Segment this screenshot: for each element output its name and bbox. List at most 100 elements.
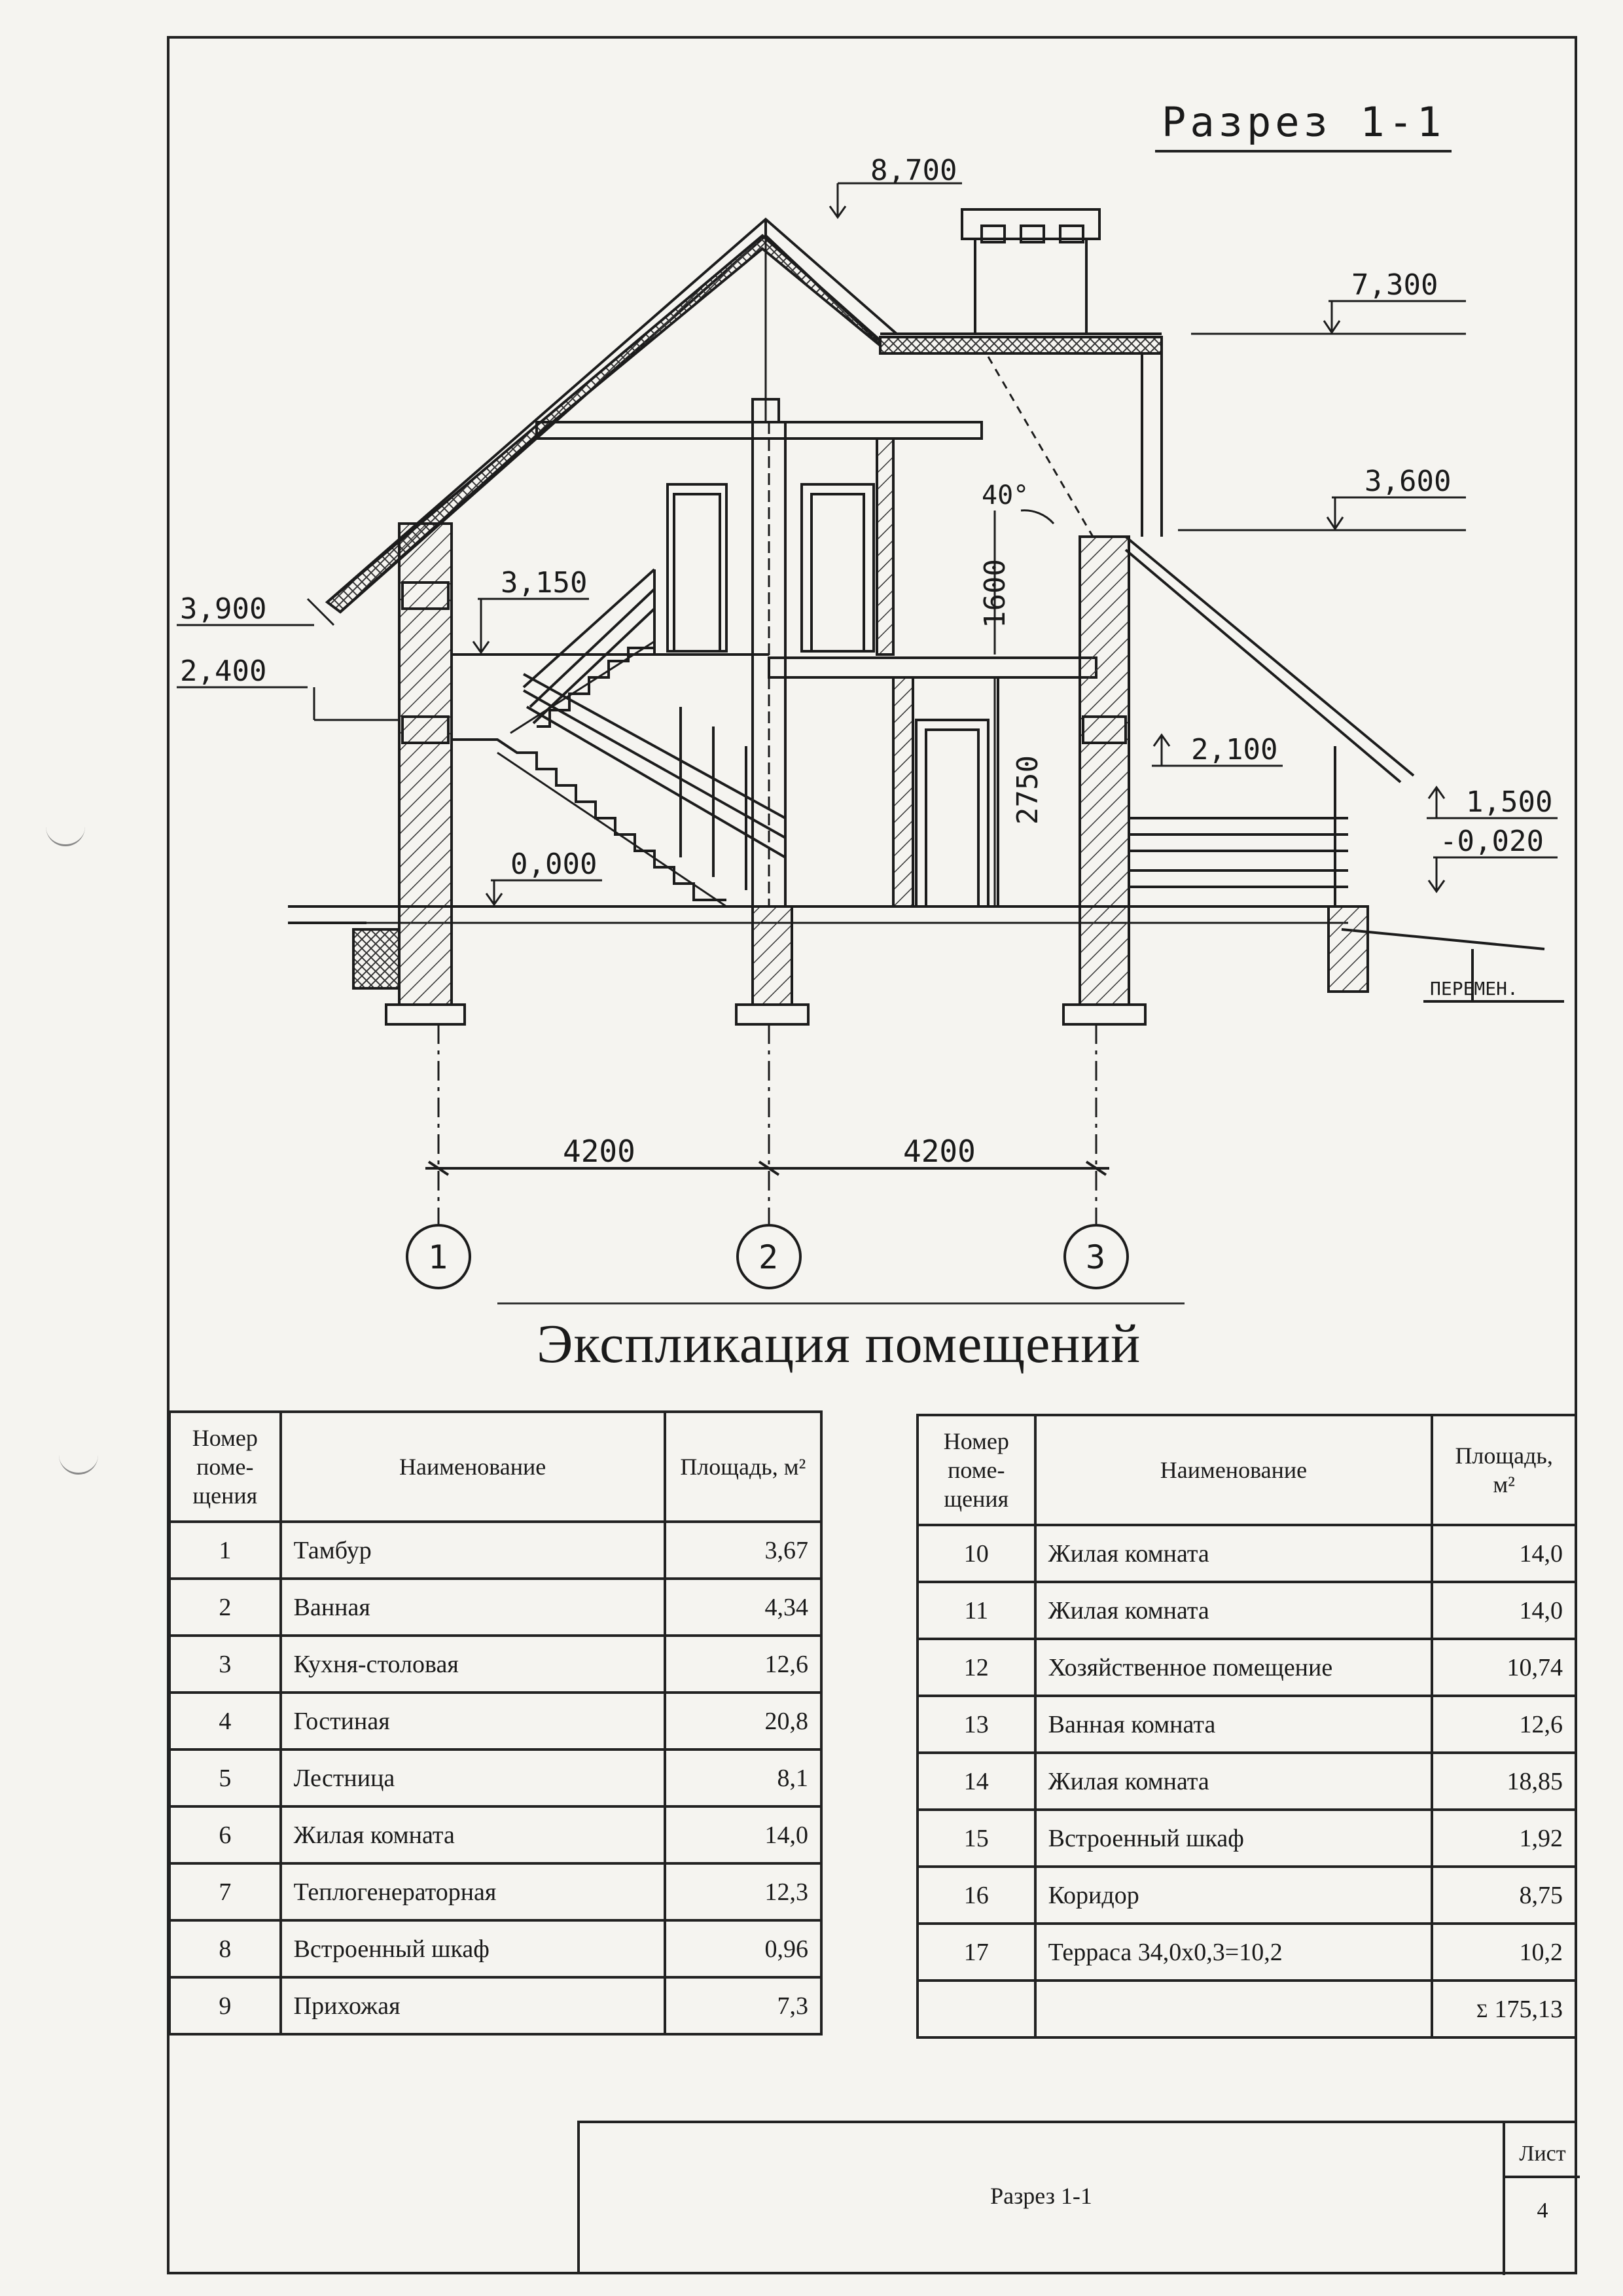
room-number: 5 bbox=[168, 1748, 282, 1808]
axis-label-1: 1 bbox=[428, 1238, 448, 1276]
room-name: Встроенный шкаф bbox=[279, 1919, 666, 1979]
room-name: Лестница bbox=[279, 1748, 666, 1808]
elevation-8700: 8,700 bbox=[870, 154, 957, 187]
roof-right bbox=[1124, 535, 1415, 777]
span-2-3: 4200 bbox=[903, 1134, 976, 1169]
elevation-3600: 3,600 bbox=[1364, 465, 1451, 498]
room-number: 9 bbox=[168, 1976, 282, 2036]
room-number: 8 bbox=[168, 1919, 282, 1979]
room-area: 12,6 bbox=[663, 1634, 823, 1694]
roof-angle: 40° bbox=[982, 480, 1029, 511]
header-name: Наименование bbox=[1033, 1414, 1434, 1526]
room-area: 8,1 bbox=[663, 1748, 823, 1808]
room-area: 14,0 bbox=[1431, 1581, 1577, 1640]
room-name: Теплогенераторная bbox=[279, 1862, 666, 1922]
room-area: 14,0 bbox=[1431, 1524, 1577, 1583]
flat-roof-insulation bbox=[879, 336, 1163, 355]
room-area: 10,2 bbox=[1431, 1922, 1577, 1982]
room-name: Кухня-столовая bbox=[279, 1634, 666, 1694]
room-name: Встроенный шкаф bbox=[1033, 1808, 1434, 1868]
explication-table-left: Номер поме-щения Наименование Площадь, м… bbox=[168, 1410, 823, 2036]
room-number: 17 bbox=[916, 1922, 1037, 1982]
room-area: 0,96 bbox=[663, 1919, 823, 1979]
room-number: 7 bbox=[168, 1862, 282, 1922]
room-name: Коридор bbox=[1033, 1865, 1434, 1925]
room-number: 2 bbox=[168, 1577, 282, 1637]
room-name: Тамбур bbox=[279, 1520, 666, 1580]
binder-hole-mark bbox=[46, 818, 85, 846]
elevation-2100: 2,100 bbox=[1191, 733, 1277, 766]
title-block: Разрез 1-1 Лист 4 bbox=[577, 2121, 1580, 2275]
room-area: 14,0 bbox=[663, 1805, 823, 1865]
foundation-3 bbox=[1079, 905, 1130, 1006]
axis-bubble-3 bbox=[1063, 1224, 1129, 1289]
room-name: Жилая комната bbox=[1033, 1751, 1434, 1811]
room-area: 18,85 bbox=[1431, 1751, 1577, 1811]
terrace-foundation bbox=[1327, 905, 1369, 993]
table-header-row: Номер поме-щения Наименование Площадь, м… bbox=[168, 1410, 823, 1523]
table-header-row: Номер поме-щения Наименование Площадь, м… bbox=[916, 1414, 1577, 1526]
room-number: 16 bbox=[916, 1865, 1037, 1925]
wall-left bbox=[398, 522, 453, 908]
room-number: 6 bbox=[168, 1805, 282, 1865]
attic-floor bbox=[535, 421, 983, 440]
room-number: 11 bbox=[916, 1581, 1037, 1640]
chimney-cap bbox=[961, 208, 1101, 240]
room-area: 20,8 bbox=[663, 1691, 823, 1751]
room-name: Жилая комната bbox=[279, 1805, 666, 1865]
room-number: 4 bbox=[168, 1691, 282, 1751]
room-number: 12 bbox=[916, 1638, 1037, 1697]
binder-hole-mark bbox=[59, 1446, 98, 1475]
foundation-2 bbox=[751, 905, 793, 1006]
room-area: 12,6 bbox=[1431, 1695, 1577, 1754]
sheet-frame bbox=[167, 36, 1577, 2274]
room-number: 10 bbox=[916, 1524, 1037, 1583]
sheet-cell: Лист 4 bbox=[1503, 2123, 1580, 2275]
room-name: Ванная комната bbox=[1033, 1695, 1434, 1754]
header-area: Площадь, м² bbox=[663, 1410, 823, 1523]
span-1-2: 4200 bbox=[563, 1134, 635, 1169]
elevation-3150: 3,150 bbox=[501, 566, 587, 600]
room-area: 1,92 bbox=[1431, 1808, 1577, 1868]
axis-bubble-1 bbox=[406, 1224, 471, 1289]
header-number: Номер поме-щения bbox=[168, 1410, 282, 1523]
door-upper-1 bbox=[666, 483, 728, 653]
header-area: Площадь, м² bbox=[1431, 1414, 1577, 1526]
upper-floor-slab bbox=[768, 656, 1097, 679]
sum-sign: Σ bbox=[1476, 2000, 1488, 2022]
elevation-7300: 7,300 bbox=[1351, 268, 1438, 302]
header-name: Наименование bbox=[279, 1410, 666, 1523]
room-name: Терраса 34,0х0,3=10,2 bbox=[1033, 1922, 1434, 1982]
axis-label-3: 3 bbox=[1086, 1238, 1105, 1276]
room-number: 1 bbox=[168, 1520, 282, 1580]
room-area: 8,75 bbox=[1431, 1865, 1577, 1925]
room-area: 7,3 bbox=[663, 1976, 823, 2036]
height-2750: 2750 bbox=[1011, 755, 1044, 825]
room-number: 3 bbox=[168, 1634, 282, 1694]
room-name: Хозяйственное помещение bbox=[1033, 1638, 1434, 1697]
room-name: Жилая комната bbox=[1033, 1524, 1434, 1583]
total-empty-cell bbox=[916, 1979, 1037, 2039]
elevation-2400: 2,400 bbox=[180, 655, 266, 688]
wall-right bbox=[1079, 535, 1130, 908]
room-name: Прихожая bbox=[279, 1976, 666, 2036]
section-title: Разрез 1-1 bbox=[1155, 98, 1452, 152]
stair-lower bbox=[452, 738, 726, 901]
height-1600: 1600 bbox=[978, 559, 1012, 628]
axis-label-2: 2 bbox=[758, 1238, 778, 1276]
room-area: 12,3 bbox=[663, 1862, 823, 1922]
